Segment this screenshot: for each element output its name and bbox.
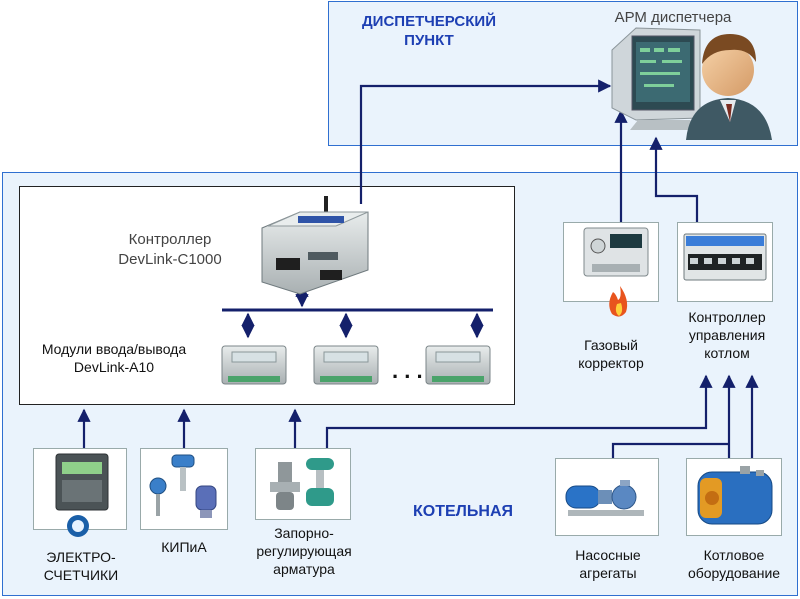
kipia-label: КИПиА <box>161 539 207 555</box>
valves-label-line2: регулирующая <box>256 543 352 559</box>
io-module-3 <box>425 345 491 385</box>
connections <box>77 79 759 458</box>
pump-image <box>565 480 644 516</box>
link-valves-boiler-ctrl <box>325 374 713 448</box>
gas-corrector-label-line1: Газовый <box>584 337 638 353</box>
dispatch-title-line2: ПУНКТ <box>404 32 454 49</box>
meters-label-line2: СЧЕТЧИКИ <box>43 567 119 583</box>
meters-label-line1: ЭЛЕКТРО- <box>46 549 116 565</box>
controller-label: Контроллер DevLink-C1000 <box>100 230 240 270</box>
workstation-label: АРМ диспетчера <box>614 9 732 26</box>
pumps-label: Насосные агрегаты <box>556 546 660 582</box>
modules-label: Модули ввода/вывода DevLink-A10 <box>24 340 204 376</box>
gas-corrector-image <box>583 227 649 317</box>
modules-ellipsis: . . . <box>392 358 423 383</box>
boiler-equipment-label-line2: оборудование <box>687 565 781 581</box>
dispatch-title-line1: ДИСПЕТЧЕРСКИЙ <box>362 13 496 30</box>
boiler-controller-label-line3: котлом <box>704 345 750 361</box>
boiler-equipment-label-line1: Котловое <box>703 547 765 563</box>
boiler-room-title: КОТЕЛЬНАЯ <box>413 503 513 520</box>
boiler-equipment-label: Котловое оборудование <box>676 546 792 582</box>
boiler-controller-image <box>683 233 767 281</box>
pumps-label-line2: агрегаты <box>579 565 637 581</box>
io-module-1 <box>221 345 287 385</box>
kipia-image <box>149 454 217 518</box>
gas-corrector-label: Газовый корректор <box>561 336 661 372</box>
boiler-image <box>697 466 773 525</box>
controller-image <box>261 196 369 295</box>
valves-label-line1: Запорно- <box>274 525 334 541</box>
dispatch-title: ДИСПЕТЧЕРСКИЙ ПУНКТ <box>344 12 514 50</box>
valves-label: Запорно- регулирующая арматура <box>246 524 362 578</box>
modules-label-line2: DevLink-A10 <box>73 359 155 375</box>
boiler-controller-label-line1: Контроллер <box>688 309 766 325</box>
boiler-controller-label: Контроллер управления котлом <box>672 308 782 362</box>
link-boiler-ctrl-workstation <box>649 136 699 222</box>
link-controller-workstation <box>359 79 612 204</box>
modules-label-line1: Модули ввода/вывода <box>41 341 187 357</box>
workstation-image <box>611 27 772 140</box>
controller-label-line2: DevLink-C1000 <box>118 251 222 268</box>
io-module-2 <box>313 345 379 385</box>
valves-image <box>270 458 334 510</box>
gas-corrector-label-line2: корректор <box>578 355 644 371</box>
boiler-controller-label-line2: управления <box>688 327 766 343</box>
meters-label: ЭЛЕКТРО- СЧЕТЧИКИ <box>26 548 136 584</box>
pumps-label-line1: Насосные <box>575 547 641 563</box>
meter-image <box>55 453 109 537</box>
valves-label-line3: арматура <box>273 561 335 577</box>
link-pumps-join <box>611 442 729 458</box>
controller-label-line1: Контроллер <box>128 231 212 248</box>
